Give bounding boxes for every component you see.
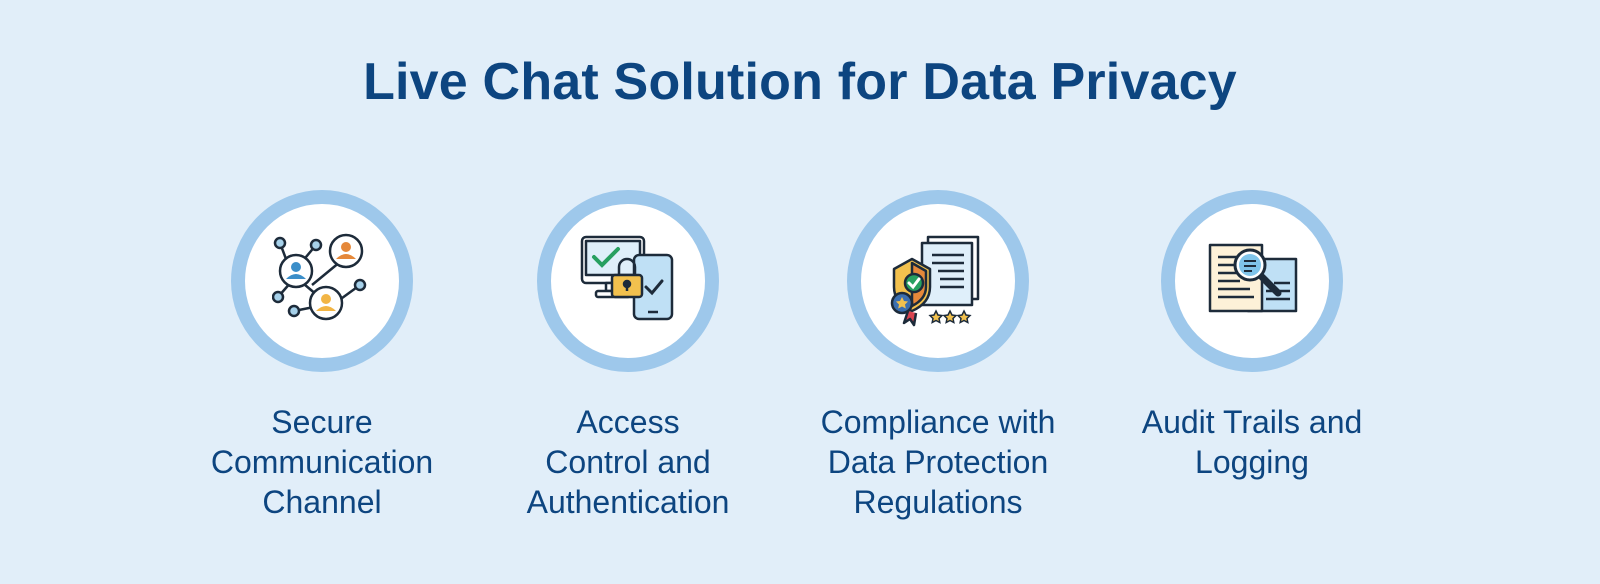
page-title: Live Chat Solution for Data Privacy bbox=[363, 53, 1237, 111]
icon-circle bbox=[847, 190, 1029, 372]
feature-label: Access Control and Authentication bbox=[526, 404, 730, 520]
feature-compliance: Compliance with Data Protection Regulati… bbox=[788, 190, 1088, 522]
icon-circle bbox=[537, 190, 719, 372]
feature-label: Audit Trails and Logging bbox=[1141, 404, 1363, 480]
feature-audit-trails: Audit Trails and Logging bbox=[1102, 190, 1402, 482]
feature-label: Compliance with Data Protection Regulati… bbox=[820, 404, 1056, 520]
device-lock-icon bbox=[580, 235, 674, 321]
shield-documents-icon bbox=[890, 235, 980, 327]
feature-access-control: Access Control and Authentication bbox=[478, 190, 778, 522]
document-magnifier-icon bbox=[1208, 243, 1298, 313]
feature-secure-communication: Secure Communication Channel bbox=[172, 190, 472, 522]
feature-label: Secure Communication Channel bbox=[210, 404, 434, 520]
network-users-icon bbox=[272, 233, 367, 321]
icon-circle bbox=[1161, 190, 1343, 372]
icon-circle bbox=[231, 190, 413, 372]
